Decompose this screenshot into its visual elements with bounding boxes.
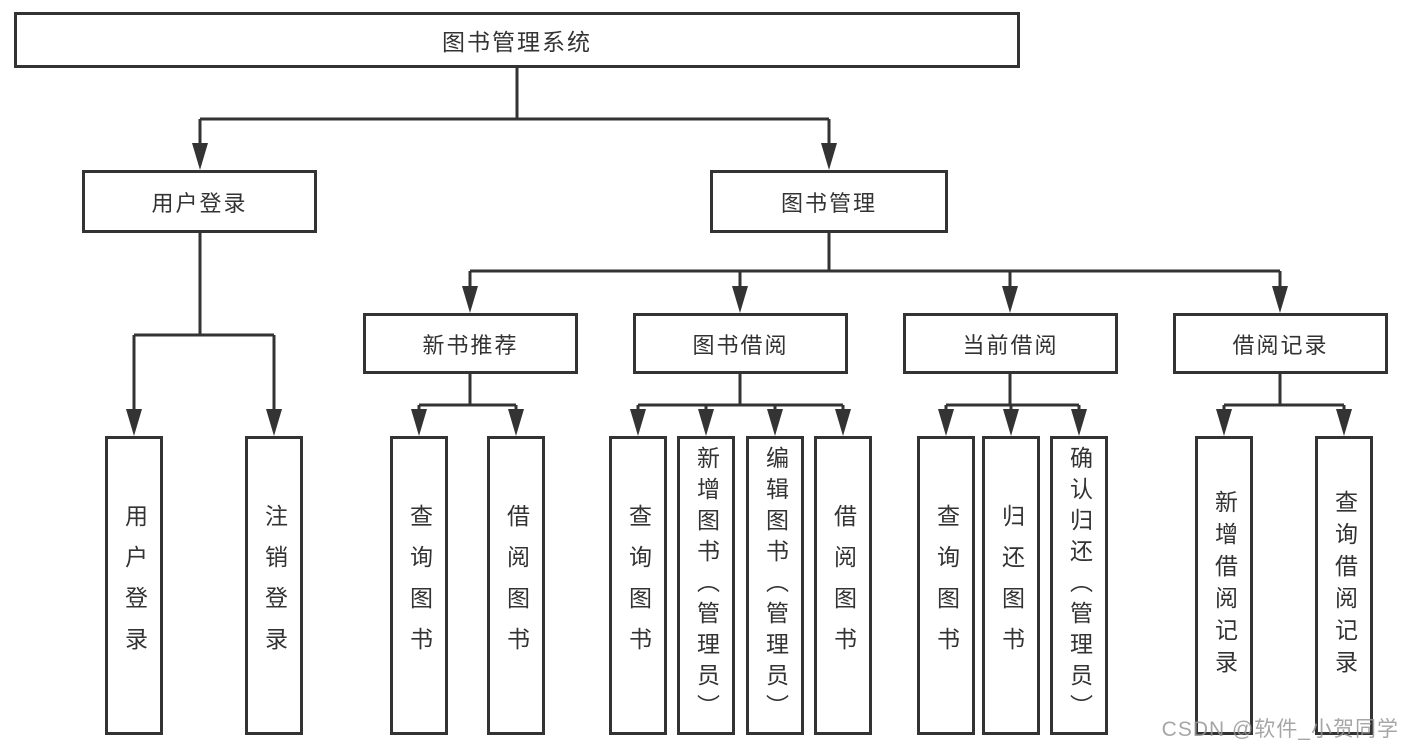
arrowhead	[1002, 286, 1018, 313]
leaf-label: 查询借阅记录	[1331, 489, 1358, 682]
leaf-return-books: 归还图书	[982, 436, 1040, 735]
leaf-query-borrow-record: 查询借阅记录	[1315, 436, 1373, 735]
leaf-label: 新增图书（管理员）	[693, 446, 720, 725]
leaf-label: 确认归还（管理员）	[1066, 446, 1093, 725]
leaf-label: 查询图书	[933, 503, 960, 668]
arrowhead	[462, 286, 478, 313]
leaf-add-books-admin: 新增图书（管理员）	[677, 436, 735, 735]
leaf-borrow-books: 借阅图书	[814, 436, 872, 735]
leaf-borrow-books-recommend: 借阅图书	[487, 436, 545, 735]
node-label: 借阅记录	[1232, 332, 1329, 358]
arrowhead	[938, 409, 954, 436]
arrowhead	[835, 409, 851, 436]
arrowhead	[698, 409, 714, 436]
node-label: 图书借阅	[692, 332, 789, 358]
leaf-label: 用户登录	[121, 503, 148, 668]
node-current-borrow: 当前借阅	[903, 313, 1118, 374]
arrowhead	[821, 143, 837, 170]
arrowhead	[192, 143, 208, 170]
node-book-management-system: 图书管理系统	[14, 12, 1020, 68]
leaf-query-books-borrow: 查询图书	[609, 436, 667, 735]
leaf-label: 查询图书	[406, 503, 433, 668]
arrowhead	[1336, 409, 1352, 436]
node-user-login-group: 用户登录	[82, 170, 317, 233]
leaf-logout: 注销登录	[245, 436, 303, 735]
node-label: 图书管理	[780, 190, 877, 216]
leaf-label: 注销登录	[261, 503, 288, 668]
arrowhead	[1272, 286, 1288, 313]
watermark: CSDN @软件_小贺同学	[1161, 718, 1399, 741]
connector-new-book	[417, 374, 518, 418]
connector-root	[198, 68, 831, 152]
node-label: 图书管理系统	[442, 29, 592, 55]
leaf-label: 借阅图书	[503, 503, 530, 668]
connector-borrow-records	[1222, 374, 1346, 418]
node-new-book-recommend: 新书推荐	[363, 313, 578, 374]
arrowhead	[411, 409, 427, 436]
connector-book-management	[468, 233, 1282, 295]
leaf-label: 归还图书	[998, 503, 1025, 668]
node-book-management: 图书管理	[710, 170, 948, 233]
node-borrow-records: 借阅记录	[1173, 313, 1388, 374]
leaf-label: 编辑图书（管理员）	[762, 446, 789, 725]
leaf-confirm-return-admin: 确认归还（管理员）	[1050, 436, 1108, 735]
node-label: 新书推荐	[422, 332, 519, 358]
leaf-user-login: 用户登录	[105, 436, 163, 735]
arrowhead	[1003, 409, 1019, 436]
leaf-edit-books-admin: 编辑图书（管理员）	[746, 436, 804, 735]
leaf-label: 查询图书	[625, 503, 652, 668]
arrowheads	[126, 143, 1352, 436]
leaf-query-books-current: 查询图书	[917, 436, 975, 735]
arrowhead	[266, 409, 282, 436]
arrowhead	[630, 409, 646, 436]
connector-user-login	[132, 233, 276, 418]
arrowhead	[126, 409, 142, 436]
node-label: 当前借阅	[962, 332, 1059, 358]
arrowhead	[732, 286, 748, 313]
leaf-label: 借阅图书	[830, 503, 857, 668]
connector-book-borrow	[636, 374, 845, 418]
leaf-query-books-recommend: 查询图书	[390, 436, 448, 735]
arrowhead	[1071, 409, 1087, 436]
node-label: 用户登录	[151, 190, 248, 216]
arrowhead	[1216, 409, 1232, 436]
arrowhead	[508, 409, 524, 436]
node-book-borrow: 图书借阅	[633, 313, 848, 374]
arrowhead	[767, 409, 783, 436]
leaf-add-borrow-record: 新增借阅记录	[1195, 436, 1253, 735]
leaf-label: 新增借阅记录	[1211, 489, 1238, 682]
